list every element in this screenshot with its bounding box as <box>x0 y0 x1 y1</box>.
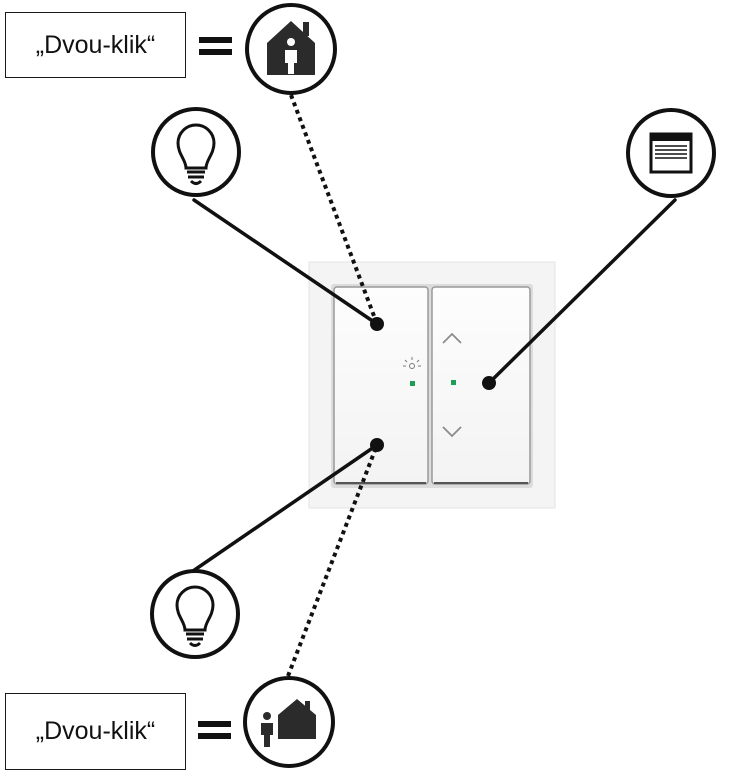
light-symbol-icon <box>403 357 421 369</box>
connector-dot-right <box>482 376 496 390</box>
equals-sign-bottom <box>198 721 231 741</box>
equals-sign-top <box>199 37 232 57</box>
dotted-connector-bottom <box>286 444 379 677</box>
status-led-right <box>451 380 456 385</box>
double-click-label-top-text: „Dvou-klik“ <box>35 30 156 59</box>
light-bulb-icon <box>150 569 240 659</box>
connector-dot-upper-left <box>370 317 384 331</box>
connector-top-left <box>192 198 379 326</box>
double-click-label-bottom-text: „Dvou-klik“ <box>35 717 156 745</box>
away-from-home-icon <box>243 676 335 768</box>
roller-shutter-icon <box>626 108 716 198</box>
wall-switch <box>308 261 556 509</box>
connector-dot-lower-left <box>370 438 384 452</box>
double-click-label-bottom: „Dvou-klik“ <box>5 693 186 770</box>
chevron-down-icon <box>442 426 462 438</box>
home-presence-icon <box>245 3 337 95</box>
connector-top-right <box>487 198 677 385</box>
status-led-left <box>410 381 415 386</box>
right-rocker[interactable] <box>431 286 531 485</box>
connector-bottom-left <box>191 443 379 573</box>
dotted-connector-top <box>289 94 379 325</box>
light-bulb-icon <box>151 107 241 197</box>
chevron-up-icon <box>442 332 462 344</box>
left-rocker[interactable] <box>333 286 429 485</box>
double-click-label-top: „Dvou-klik“ <box>5 12 186 78</box>
